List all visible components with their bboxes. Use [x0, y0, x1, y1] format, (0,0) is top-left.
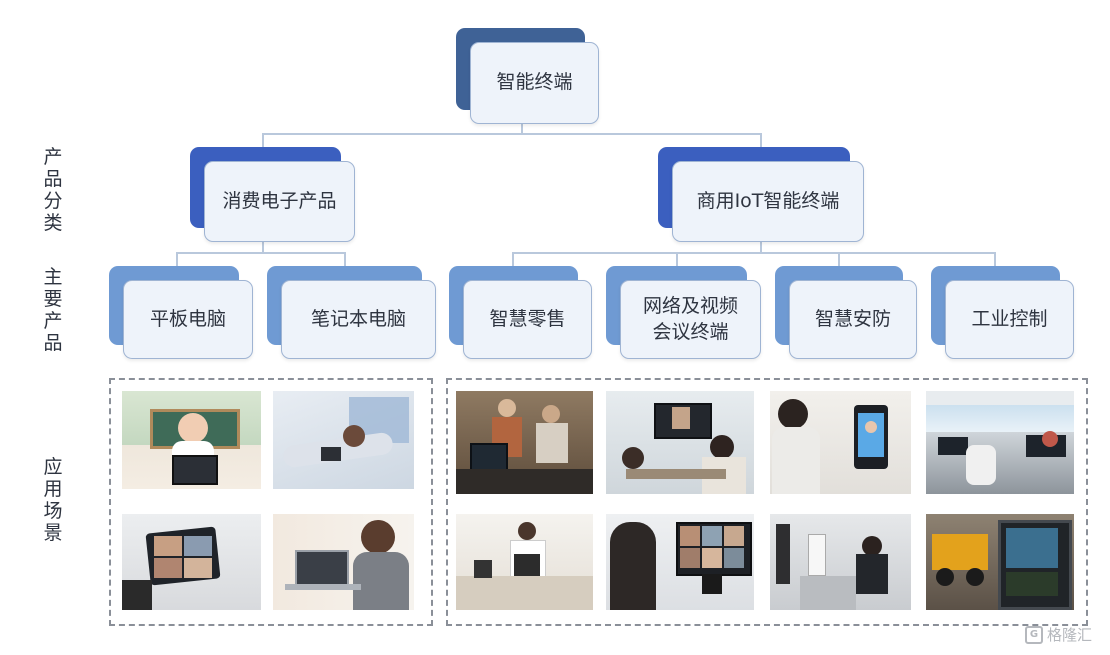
connector-to-retail	[512, 252, 514, 266]
photo-cafe-counter-terminal	[456, 514, 593, 610]
product-label-smart-security: 智慧安防	[789, 280, 917, 359]
product-node-smart-retail: 智慧零售	[449, 266, 592, 359]
connector-to-industrial	[994, 252, 996, 266]
photo-ship-bridge-control	[926, 391, 1074, 494]
product-label-tablet: 平板电脑	[123, 280, 253, 359]
photo-retail-checkout	[456, 391, 593, 494]
product-label-laptop: 笔记本电脑	[281, 280, 436, 359]
connector-level1-bar	[262, 133, 762, 135]
photo-video-meeting-room	[606, 391, 754, 494]
photo-mining-truck-industrial-panel	[926, 514, 1074, 610]
watermark-text: 格隆汇	[1047, 624, 1092, 645]
product-label-smart-retail: 智慧零售	[463, 280, 592, 359]
product-label-video-conference: 网络及视频 会议终端	[620, 280, 761, 359]
connector-consumer-bar	[176, 252, 346, 254]
product-label-video-line2: 会议终端	[652, 320, 728, 346]
photo-tablet-video-call	[122, 514, 261, 610]
photo-security-checkpoint	[770, 514, 911, 610]
root-node: 智能终端	[456, 28, 599, 124]
photo-girl-with-tablet	[122, 391, 261, 489]
product-node-video-conference: 网络及视频 会议终端	[606, 266, 761, 359]
watermark: G 格隆汇	[1025, 624, 1092, 645]
side-label-scenarios: 应用场景	[40, 456, 66, 544]
photo-woman-on-laptop	[273, 514, 414, 610]
side-label-products: 主要产品	[40, 266, 66, 354]
photo-face-recognition-terminal	[770, 391, 911, 494]
category-label-commercial-iot: 商用IoT智能终端	[672, 161, 864, 242]
watermark-logo-icon: G	[1025, 626, 1043, 644]
side-label-category: 产品分类	[40, 146, 66, 234]
connector-commercial-bar	[512, 252, 996, 254]
photo-person-relaxing-with-tablet	[273, 391, 414, 489]
category-node-consumer: 消费电子产品	[190, 147, 355, 242]
product-node-laptop: 笔记本电脑	[267, 266, 436, 359]
product-label-industrial-control: 工业控制	[945, 280, 1074, 359]
connector-to-security	[838, 252, 840, 266]
product-node-tablet: 平板电脑	[109, 266, 253, 359]
connector-to-video	[676, 252, 678, 266]
category-label-consumer: 消费电子产品	[204, 161, 355, 242]
connector-to-laptop	[344, 252, 346, 266]
root-label: 智能终端	[470, 42, 599, 124]
product-label-video-line1: 网络及视频	[643, 294, 738, 320]
photo-laptop-video-conference	[606, 514, 754, 610]
connector-to-tablet	[176, 252, 178, 266]
product-node-industrial-control: 工业控制	[931, 266, 1074, 359]
product-node-smart-security: 智慧安防	[775, 266, 917, 359]
category-node-commercial-iot: 商用IoT智能终端	[658, 147, 864, 242]
